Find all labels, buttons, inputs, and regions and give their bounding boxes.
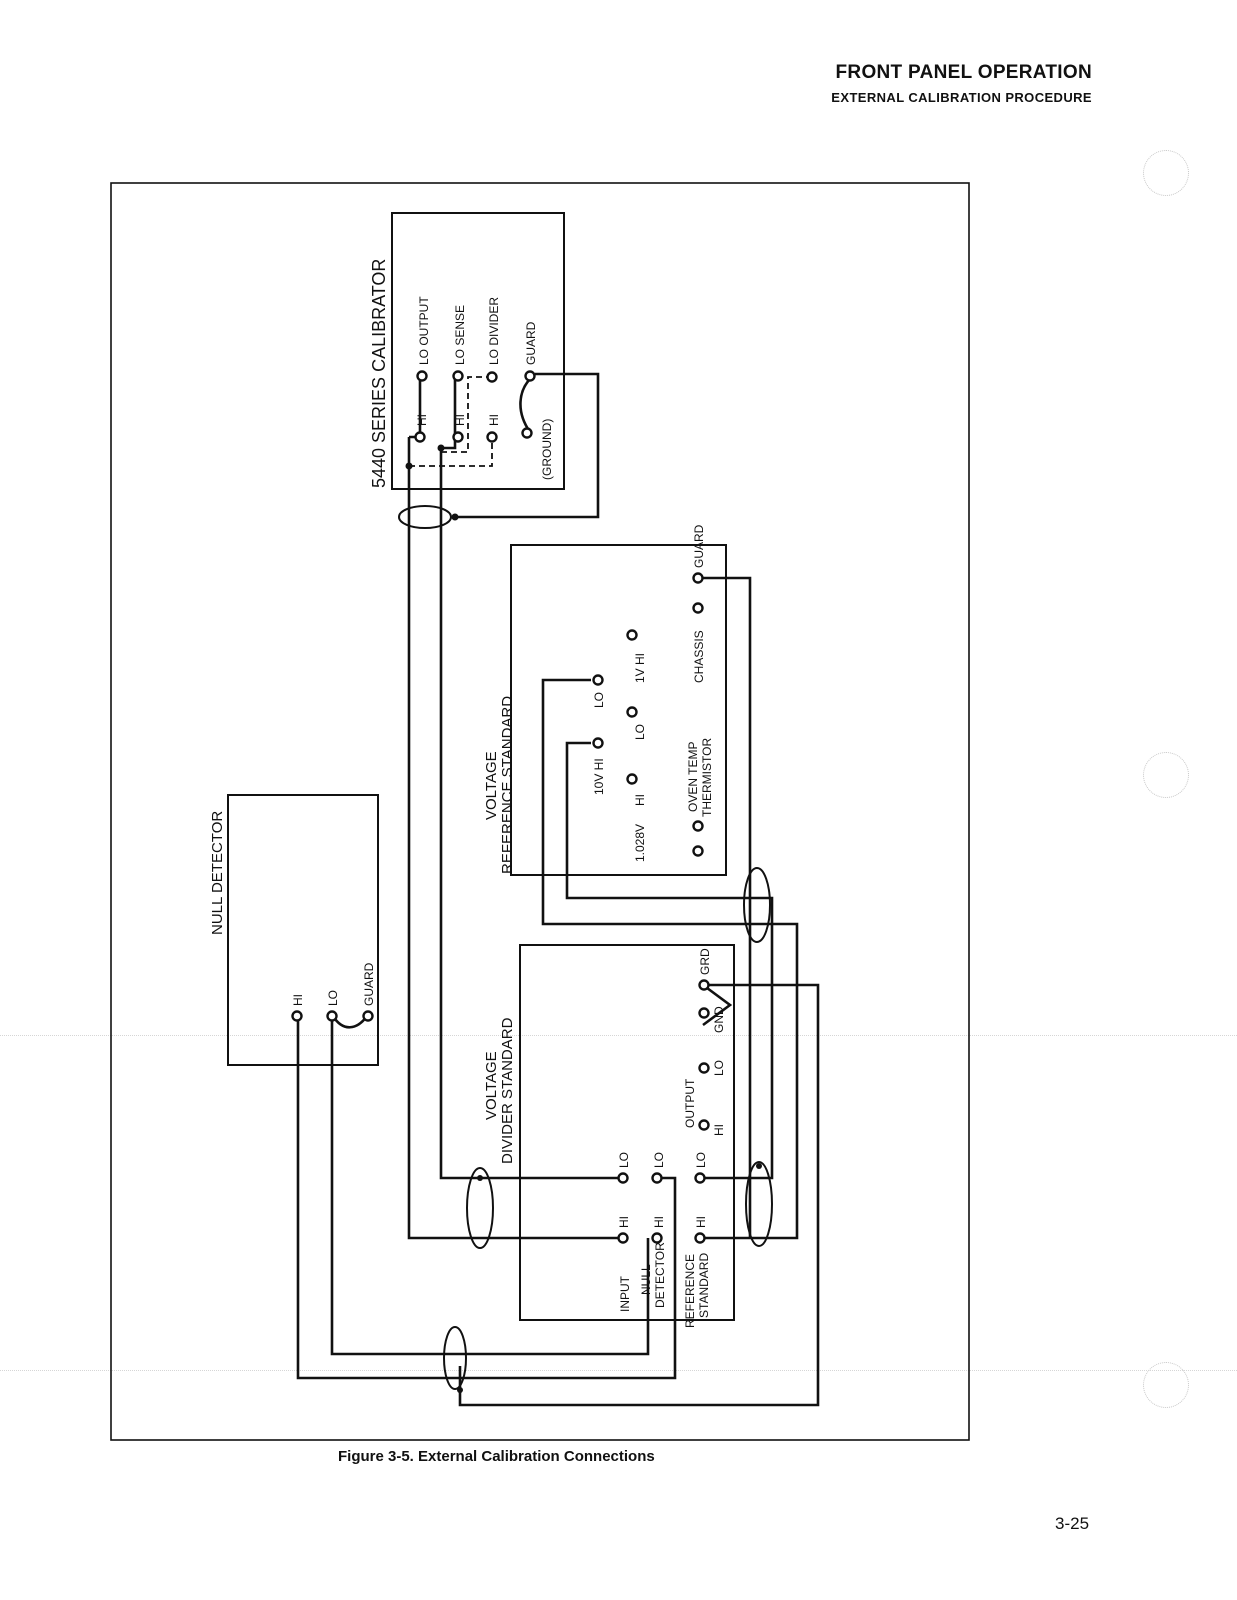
reference-terminal [692,602,704,614]
null-detector-lo-label: LO [326,990,340,1006]
reference-10v-lo-label: LO [592,692,606,708]
reference-terminal [626,773,638,785]
binder-hole-middle [1143,752,1189,798]
null-detector-box [227,794,379,1066]
divider-null-lo-label: LO [652,1152,666,1168]
calibrator-output-lo-label: LO OUTPUT [417,296,431,365]
section-subtitle: EXTERNAL CALIBRATION PROCEDURE [831,90,1092,105]
calibrator-sense-lo-label: LO SENSE [453,305,467,365]
divider-terminal [651,1232,663,1244]
reference-terminal [692,820,704,832]
calibrator-terminal [486,371,498,383]
page-number: 3-25 [1055,1514,1090,1533]
reference-standard-box [510,544,727,876]
divider-ref-label-line1: REFERENCE [683,1254,697,1328]
calibrator-sense-hi-label: HI [453,414,467,426]
calibrator-terminal [524,370,536,382]
null-detector-terminal [291,1010,303,1022]
divider-ref-hi-label: HI [694,1216,708,1228]
calibrator-guard-label: GUARD [524,321,538,365]
binder-hole-bottom [1143,1362,1189,1408]
reference-1v-hi-label: 1V HI [633,653,647,683]
calibrator-terminal [486,431,498,443]
divider-input-label: INPUT [618,1275,632,1312]
calibrator-ground-label: (GROUND) [540,419,554,480]
reference-lo-label: LO [633,724,647,740]
calibrator-terminal [452,370,464,382]
scan-fold-line [0,1035,1237,1036]
divider-terminal [651,1172,663,1184]
reference-oven-label-line1: OVEN TEMP [686,742,700,812]
reference-terminal [626,706,638,718]
calibrator-terminal [521,427,533,439]
reference-terminal [592,737,604,749]
reference-terminal [692,572,704,584]
null-detector-guard-label: GUARD [362,962,376,1006]
divider-terminal [698,1119,710,1131]
divider-gnd-label: GND [712,1006,726,1033]
section-title: FRONT PANEL OPERATION [835,62,1092,83]
null-detector-title: NULL DETECTOR [209,811,226,935]
divider-terminal [694,1172,706,1184]
reference-10v-hi-label: 10V HI [592,758,606,795]
binder-hole-top [1143,150,1189,196]
calibrator-output-hi-label: HI [415,414,429,426]
divider-out-lo-label: LO [712,1060,726,1076]
scan-fold-line [0,1370,1237,1371]
divider-terminal [698,1007,710,1019]
divider-terminal [617,1172,629,1184]
divider-terminal [698,979,710,991]
divider-title-line2: DIVIDER STANDARD [499,1017,516,1164]
reference-terminal [692,845,704,857]
figure-frame [110,182,970,1441]
reference-oven-label-line2: THERMISTOR [700,738,714,817]
divider-terminal [617,1232,629,1244]
reference-hi-label: HI [633,794,647,806]
divider-ref-label-line2: STANDARD [697,1253,711,1318]
divider-title-line1: VOLTAGE [483,1051,500,1120]
calibrator-terminal [452,431,464,443]
divider-input-lo-label: LO [617,1152,631,1168]
divider-null-label-line2: DETECTOR [653,1242,667,1308]
reference-title-line2: REFERENCE STANDARD [499,696,516,874]
divider-standard-box [519,944,735,1321]
reference-1028v-label: 1.028V [633,824,647,862]
reference-title-line1: VOLTAGE [483,751,500,820]
divider-ref-lo-label: LO [694,1152,708,1168]
calibrator-divider-lo-label: LO DIVIDER [487,297,501,365]
divider-null-label-line1: NULL [639,1264,653,1295]
reference-terminal [592,674,604,686]
calibrator-box [391,212,565,490]
divider-input-hi-label: HI [617,1216,631,1228]
divider-terminal [694,1232,706,1244]
calibrator-terminal [414,431,426,443]
calibrator-title: 5440 SERIES CALIBRATOR [369,259,389,488]
null-detector-hi-label: HI [291,994,305,1006]
reference-terminal [626,629,638,641]
divider-grd-label: GRD [698,948,712,975]
divider-terminal [698,1062,710,1074]
calibrator-terminal [416,370,428,382]
divider-out-hi-label: HI [712,1124,726,1136]
reference-guard-label: GUARD [692,524,706,568]
divider-output-label: OUTPUT [683,1078,697,1128]
null-detector-terminal [326,1010,338,1022]
calibrator-divider-hi-label: HI [487,414,501,426]
null-detector-terminal [362,1010,374,1022]
divider-null-hi-label: HI [652,1216,666,1228]
figure-caption: Figure 3-5. External Calibration Connect… [338,1448,655,1465]
reference-chassis-label: CHASSIS [692,630,706,683]
